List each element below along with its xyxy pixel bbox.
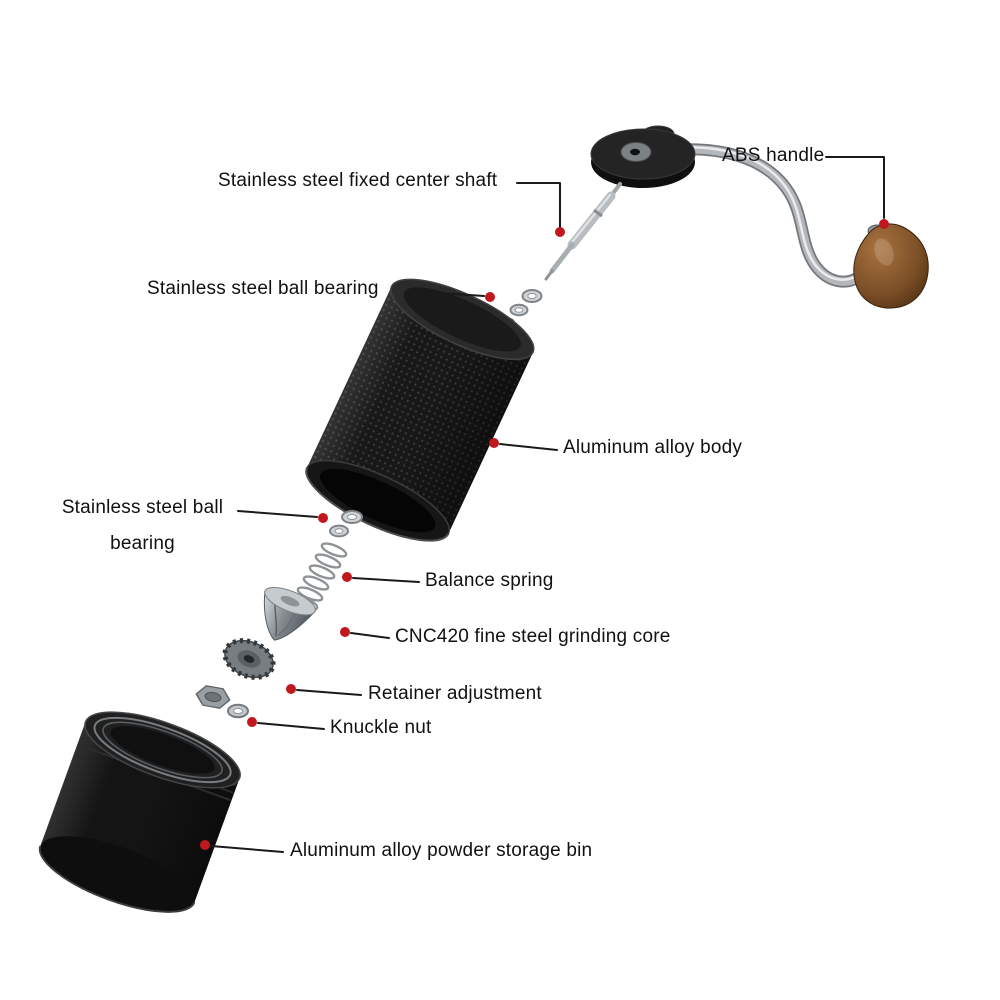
storage-bin-part: [38, 711, 241, 913]
leader-spring: [352, 577, 420, 583]
dot-center-shaft: [555, 227, 565, 237]
dot-storage-bin: [200, 840, 210, 850]
dot-retainer: [286, 684, 296, 694]
retainer-adjustment-part: [222, 638, 276, 680]
leader-abs-handle: [825, 156, 885, 219]
dot-bearing-lower: [318, 513, 328, 523]
crank-handle-assembly: [590, 125, 929, 309]
label-balance-spring: Balance spring: [425, 570, 554, 591]
label-abs-handle: ABS handle: [722, 145, 825, 166]
leader-knuckle-nut: [257, 722, 325, 730]
dot-body: [489, 438, 499, 448]
label-center-shaft: Stainless steel fixed center shaft: [218, 170, 498, 191]
dot-spring: [342, 572, 352, 582]
leader-center-shaft: [516, 182, 561, 228]
dot-core: [340, 627, 350, 637]
leader-retainer: [296, 689, 362, 696]
disc-hub-hole: [630, 148, 640, 156]
crank-arm: [664, 143, 884, 288]
label-grinding-core: CNC420 fine steel grinding core: [395, 626, 671, 647]
dot-bearing-upper: [485, 292, 495, 302]
label-ball-bearing-upper: Stainless steel ball bearing: [147, 278, 379, 299]
ball-bearing-lower-part: [329, 510, 363, 538]
dot-knuckle-nut: [247, 717, 257, 727]
leader-bearing-upper: [409, 290, 485, 297]
callout-dots: [200, 219, 889, 850]
grinding-core-part: [263, 586, 316, 641]
label-knuckle-nut: Knuckle nut: [330, 717, 432, 738]
leader-bearing-lower: [237, 510, 318, 518]
knob-highlight: [874, 238, 894, 266]
leader-storage-bin: [210, 845, 284, 853]
grinder-body-part: [305, 278, 535, 542]
label-storage-bin: Aluminum alloy powder storage bin: [290, 840, 593, 861]
center-shaft-part: [544, 182, 622, 281]
knuckle-nut-part: [195, 685, 249, 719]
wooden-knob: [853, 223, 929, 309]
dot-abs-handle: [879, 219, 889, 229]
label-ball-bearing-lower: Stainless steel ball bearing: [61, 497, 224, 554]
leader-core: [350, 632, 390, 639]
label-retainer: Retainer adjustment: [368, 683, 542, 704]
leader-body: [499, 443, 558, 451]
leader-lines: [210, 156, 885, 853]
label-body: Aluminum alloy body: [563, 437, 743, 458]
